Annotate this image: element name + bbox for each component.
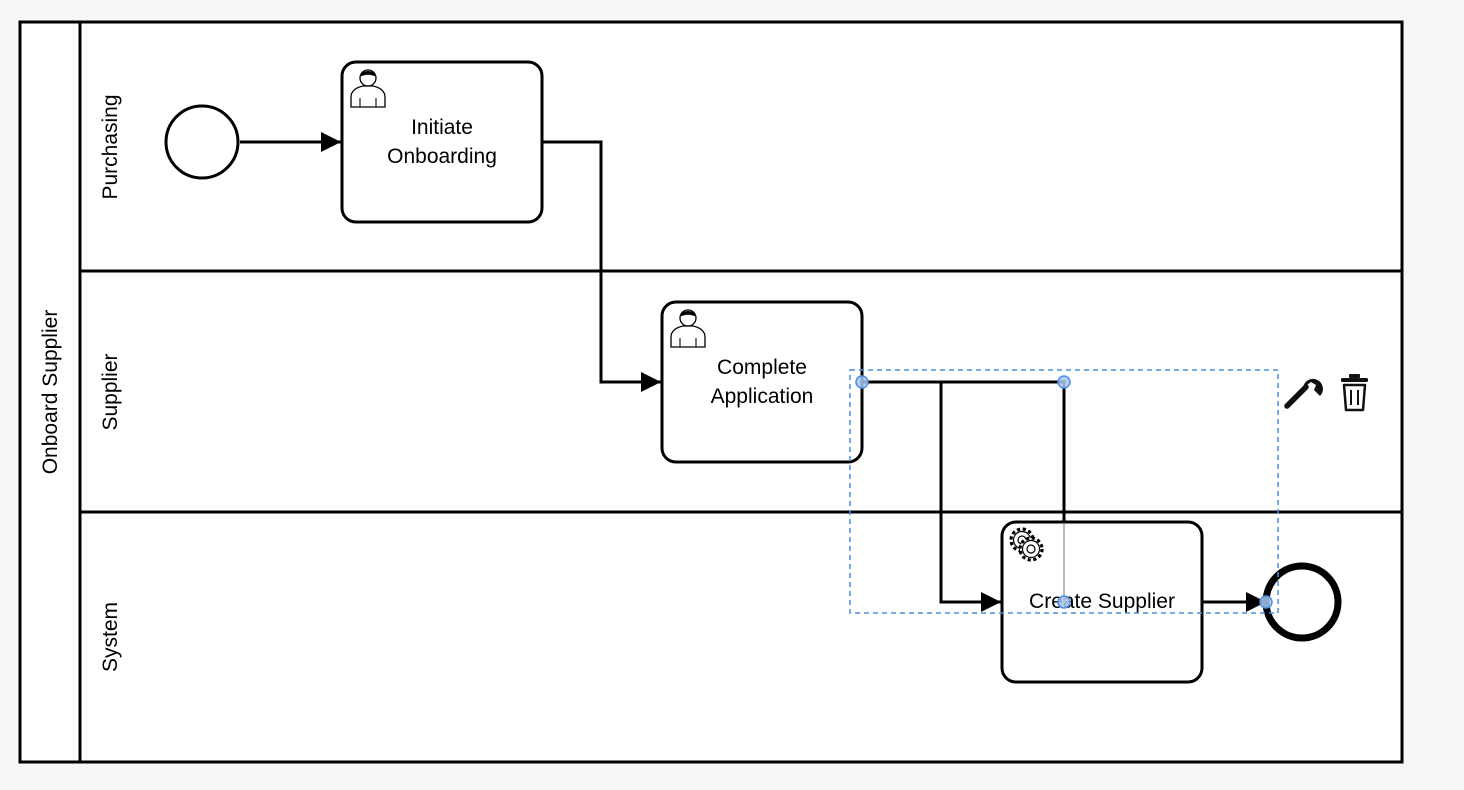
task-label-create: Create Supplier: [1029, 590, 1175, 613]
lane-supplier[interactable]: Supplier: [99, 353, 122, 430]
bendpoint-handle[interactable]: [1259, 595, 1273, 609]
lane-label-purchasing: Purchasing: [99, 94, 122, 199]
task-initiate-onboarding[interactable]: Initiate Onboarding: [340, 60, 544, 224]
lane-purchasing[interactable]: Purchasing: [99, 94, 122, 199]
task-label-initiate-line2: Onboarding: [387, 145, 497, 168]
end-event[interactable]: [1262, 562, 1342, 642]
sequence-flow-initiate-to-complete[interactable]: [542, 140, 661, 392]
trash-icon[interactable]: [1341, 374, 1368, 412]
lane-label-system: System: [99, 602, 122, 672]
task-create-supplier[interactable]: Create Supplier: [1000, 520, 1204, 684]
bendpoint-handle[interactable]: [1057, 375, 1071, 389]
gear-icon: [1009, 527, 1044, 562]
context-pad[interactable]: [1284, 374, 1368, 412]
bendpoint-handle[interactable]: [855, 375, 869, 389]
task-label-initiate-line1: Initiate: [411, 116, 473, 139]
lane-system[interactable]: System: [99, 602, 122, 672]
wrench-icon[interactable]: [1284, 378, 1323, 409]
task-complete-application[interactable]: Complete Application: [660, 300, 864, 464]
task-label-complete-line1: Complete: [717, 356, 807, 379]
bendpoint-handles[interactable]: [855, 375, 1273, 609]
pool-label: Onboard Supplier: [39, 310, 62, 475]
task-label-complete-line2: Application: [711, 385, 814, 408]
bendpoint-handle[interactable]: [1057, 595, 1071, 609]
start-event[interactable]: [164, 104, 240, 180]
lane-label-supplier: Supplier: [99, 353, 122, 430]
user-icon: [350, 69, 386, 108]
selection-outline: [849, 369, 1279, 614]
user-icon: [670, 309, 706, 348]
